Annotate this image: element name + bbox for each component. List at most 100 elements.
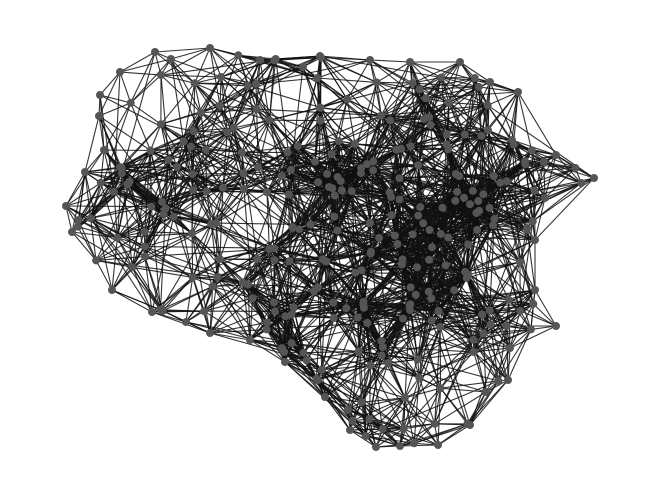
- graph-edge: [247, 59, 371, 87]
- graph-node: [353, 313, 362, 322]
- graph-node: [366, 218, 375, 227]
- graph-node: [188, 273, 197, 282]
- graph-node: [288, 223, 297, 232]
- graph-edge: [210, 223, 221, 260]
- graph-edge: [193, 130, 228, 133]
- graph-edge: [357, 317, 360, 352]
- graph-edge: [358, 304, 410, 352]
- graph-edge: [99, 94, 131, 104]
- graph-node: [399, 424, 408, 433]
- graph-edge: [243, 188, 293, 228]
- graph-edge: [190, 146, 224, 189]
- graph-edge: [365, 397, 406, 437]
- graph-node: [330, 212, 339, 221]
- graph-edge: [508, 299, 534, 305]
- graph-edge: [410, 259, 430, 288]
- graph-edge: [191, 233, 218, 278]
- graph-edge: [160, 74, 202, 114]
- graph-node: [484, 126, 492, 135]
- graph-node: [455, 172, 464, 181]
- graph-edge: [419, 77, 475, 90]
- graph-node: [397, 260, 406, 269]
- graph-node: [86, 214, 95, 223]
- graph-edge: [453, 289, 483, 315]
- graph-edge: [413, 423, 436, 444]
- graph-edge: [417, 164, 443, 209]
- graph-edge: [325, 222, 371, 262]
- graph-node: [147, 202, 156, 211]
- graph-edge: [275, 58, 304, 68]
- graph-node: [444, 98, 453, 107]
- graph-edge: [243, 151, 288, 174]
- graph-edge: [205, 149, 244, 174]
- graph-node: [378, 424, 387, 433]
- graph-edge: [98, 102, 131, 117]
- graph-edge: [378, 206, 421, 239]
- graph-edge: [404, 359, 419, 398]
- graph-edge: [454, 289, 509, 301]
- graph-edge: [428, 86, 480, 118]
- graph-edge: [367, 286, 411, 324]
- graph-node: [316, 116, 325, 125]
- graph-edge: [219, 187, 224, 260]
- graph-edge: [319, 120, 328, 174]
- graph-edge: [298, 186, 330, 230]
- graph-edge: [466, 380, 499, 425]
- graph-edge: [162, 286, 213, 312]
- graph-edge: [293, 230, 338, 308]
- graph-edge: [447, 104, 489, 150]
- graph-node: [414, 211, 423, 220]
- graph-node: [302, 356, 311, 365]
- graph-edge: [487, 91, 519, 131]
- graph-node: [237, 148, 246, 157]
- graph-node: [164, 155, 173, 164]
- graph-edge: [255, 83, 258, 110]
- graph-edge: [203, 284, 249, 312]
- graph-edge: [382, 346, 420, 378]
- graph-edge: [469, 175, 495, 205]
- graph-edge: [493, 182, 501, 220]
- graph-node: [156, 120, 165, 129]
- graph-edge: [328, 154, 333, 188]
- graph-edge: [472, 190, 495, 220]
- graph-edge: [313, 173, 328, 292]
- graph-edge: [269, 119, 288, 153]
- graph-edge: [354, 272, 368, 324]
- graph-edge: [369, 59, 411, 63]
- graph-edge: [168, 76, 222, 161]
- graph-node: [207, 219, 216, 228]
- graph-node: [436, 229, 445, 238]
- graph-edge: [412, 234, 430, 261]
- graph-node: [397, 144, 406, 153]
- graph-edge: [144, 255, 193, 278]
- graph-node: [357, 398, 366, 407]
- graph-edge: [331, 153, 362, 174]
- graph-edge: [439, 277, 468, 328]
- graph-edge: [160, 112, 202, 125]
- graph-edge: [200, 112, 234, 129]
- graph-edge: [358, 322, 368, 352]
- graph-edge: [410, 133, 465, 147]
- graph-node: [399, 314, 407, 323]
- graph-edge: [509, 303, 534, 349]
- graph-edge: [190, 105, 221, 147]
- graph-edge: [103, 149, 115, 192]
- graph-edge: [378, 237, 403, 265]
- graph-node: [311, 157, 319, 166]
- graph-edge: [466, 277, 483, 315]
- graph-edge: [226, 132, 244, 174]
- graph-edge: [320, 98, 348, 122]
- graph-node: [196, 108, 205, 117]
- graph-edge: [291, 318, 404, 344]
- graph-edge: [509, 328, 532, 349]
- graph-node: [116, 68, 124, 76]
- graph-node: [430, 419, 439, 428]
- graph-edge: [160, 123, 245, 190]
- graph-edge: [185, 277, 194, 323]
- graph-edge: [241, 119, 270, 153]
- graph-edge: [352, 420, 401, 447]
- graph-node: [369, 157, 378, 166]
- graph-node: [421, 94, 430, 103]
- graph-edge: [65, 205, 73, 233]
- graph-edge: [420, 206, 478, 231]
